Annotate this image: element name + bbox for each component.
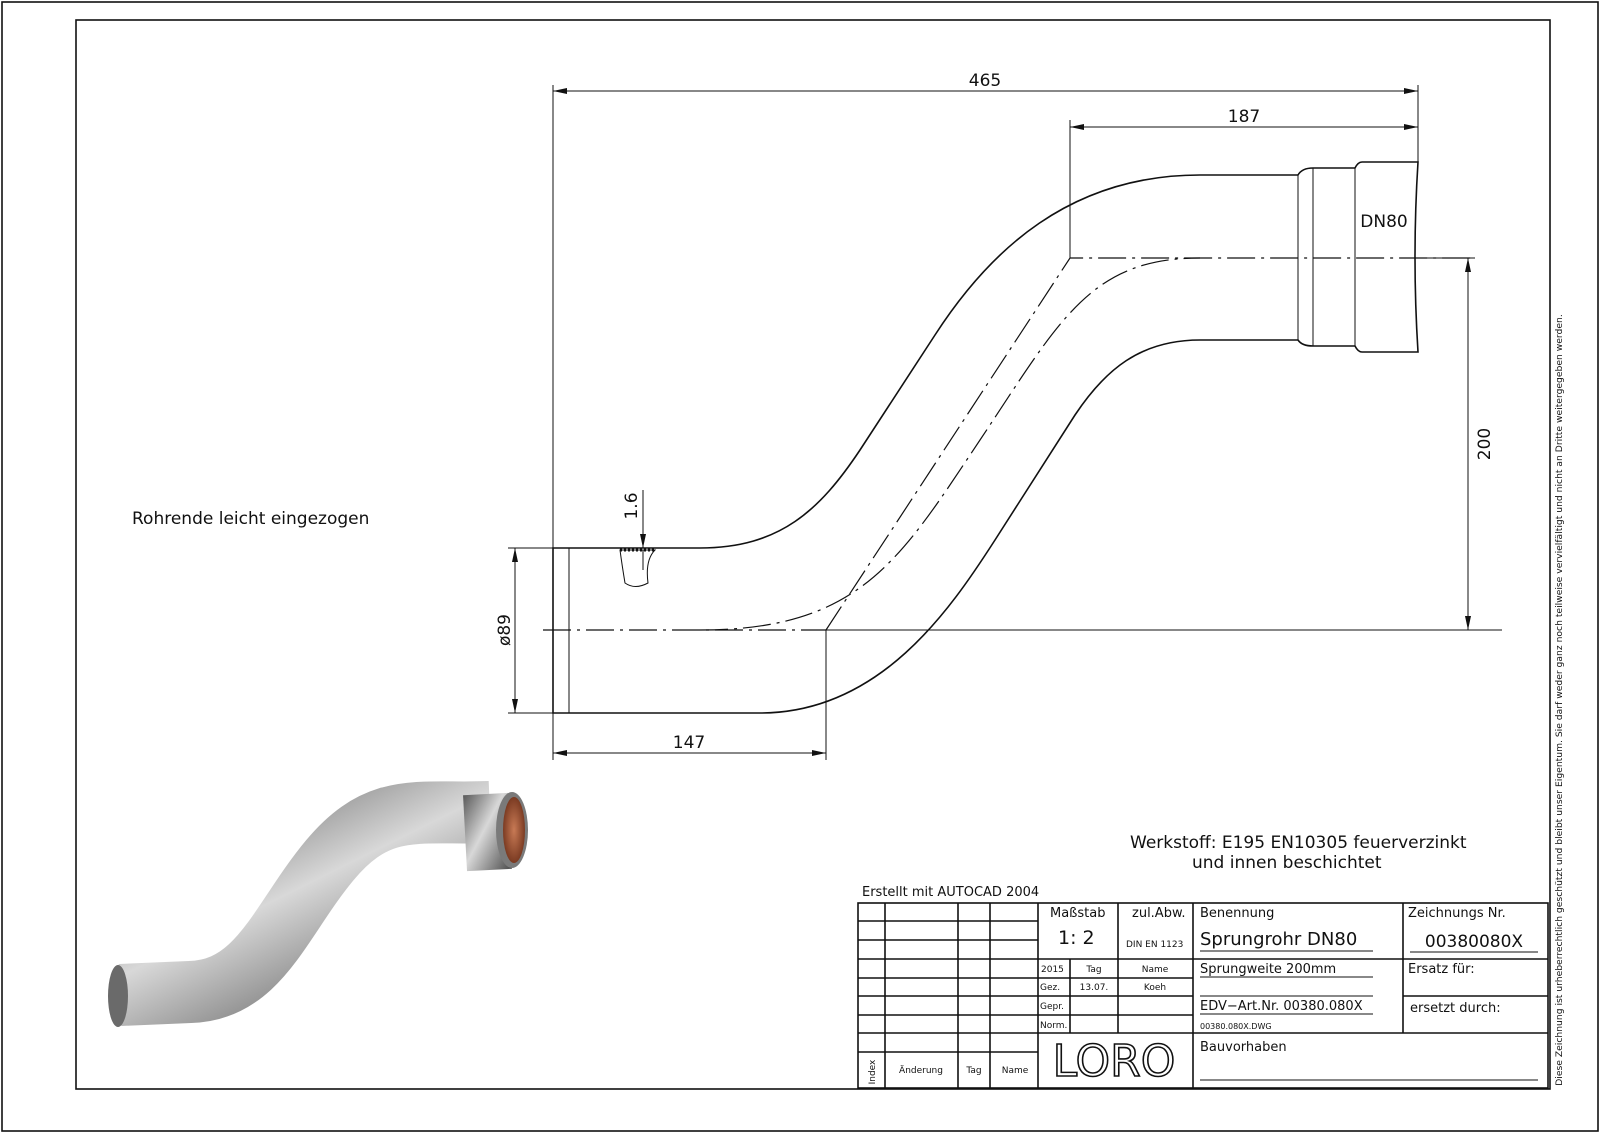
centerlines — [543, 257, 1475, 631]
material-line-2: und innen beschichtet — [1192, 853, 1382, 873]
note-pipe-end: Rohrende leicht eingezogen — [132, 509, 369, 529]
article-number: EDV−Art.Nr. 00380.080X — [1200, 999, 1363, 1014]
pipe-3d-render — [108, 781, 528, 1027]
dim-diameter: ø89 — [495, 614, 515, 646]
checked-label: Gepr. — [1040, 1002, 1064, 1012]
name-label: Name — [1142, 965, 1169, 975]
drawing-frame — [75, 19, 1551, 1090]
rev-name-header: Name — [1002, 1066, 1029, 1076]
drawing-number: 00380080X — [1425, 932, 1524, 952]
dimension-lines — [508, 85, 1502, 760]
socket-label: DN80 — [1360, 212, 1407, 232]
dim-offset: 200 — [1475, 428, 1495, 460]
drawn-date: 13.07. — [1080, 983, 1109, 993]
norm-label: Norm. — [1040, 1021, 1067, 1031]
rev-index-header: Index — [868, 1059, 878, 1084]
rev-day-header: Tag — [965, 1066, 981, 1076]
scale-label: Maßstab — [1050, 906, 1105, 921]
dimension-arrows — [512, 88, 1471, 756]
year: 2015 — [1041, 965, 1064, 975]
tolerance-label: zul.Abw. — [1132, 906, 1186, 921]
title-value: Sprungrohr DN80 — [1200, 929, 1357, 950]
loro-logo: LORO — [1053, 1036, 1176, 1087]
drawn-label: Gez. — [1040, 983, 1060, 993]
created-with-note: Erstellt mit AUTOCAD 2004 — [862, 885, 1039, 900]
wall-section-detail — [619, 549, 657, 587]
replaced-by-label: ersetzt durch: — [1410, 1001, 1501, 1016]
file-name: 00380.080X.DWG — [1200, 1022, 1272, 1031]
tolerance-value: DIN EN 1123 — [1126, 940, 1183, 950]
rev-change-header: Änderung — [899, 1065, 943, 1076]
scale-value: 1: 2 — [1058, 927, 1095, 949]
day-label: Tag — [1085, 965, 1101, 975]
dim-overall-length: 465 — [969, 71, 1001, 91]
drawing-number-label: Zeichnungs Nr. — [1408, 906, 1506, 921]
subtitle: Sprungweite 200mm — [1200, 962, 1336, 977]
copyright-notice: Diese Zeichnung ist urheberrechtlich ges… — [1554, 314, 1565, 1086]
project-label: Bauvorhaben — [1200, 1040, 1287, 1055]
dim-wall: 1.6 — [622, 492, 642, 519]
dim-spigot-length: 147 — [673, 733, 705, 753]
drawn-name: Koeh — [1144, 983, 1166, 993]
dim-socket-length: 187 — [1228, 107, 1260, 127]
replaces-label: Ersatz für: — [1408, 962, 1475, 977]
title-label: Benennung — [1200, 906, 1274, 921]
title-block-grid — [857, 902, 1549, 1089]
material-line-1: Werkstoff: E195 EN10305 feuerverzinkt — [1130, 833, 1467, 853]
